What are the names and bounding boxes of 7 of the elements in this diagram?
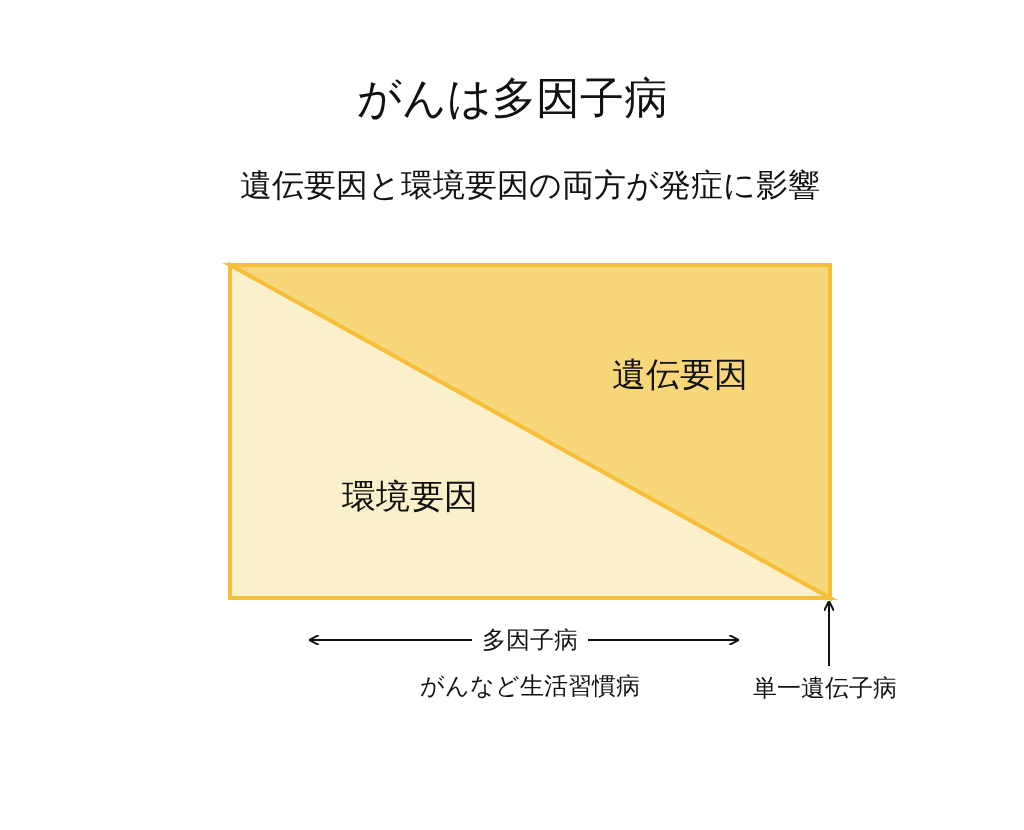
disease-label: 単一遺伝子病 xyxy=(753,674,897,702)
range-label: 多因子病 xyxy=(472,626,588,654)
area-label: 遺伝要因 xyxy=(612,356,748,394)
title: がんは多因子病 xyxy=(356,73,668,123)
leader-arrow xyxy=(823,600,835,667)
subtitle: 遺伝要因と環境要因の両方が発症に影響 xyxy=(240,168,820,204)
area-label: 環境要因 xyxy=(342,478,478,516)
